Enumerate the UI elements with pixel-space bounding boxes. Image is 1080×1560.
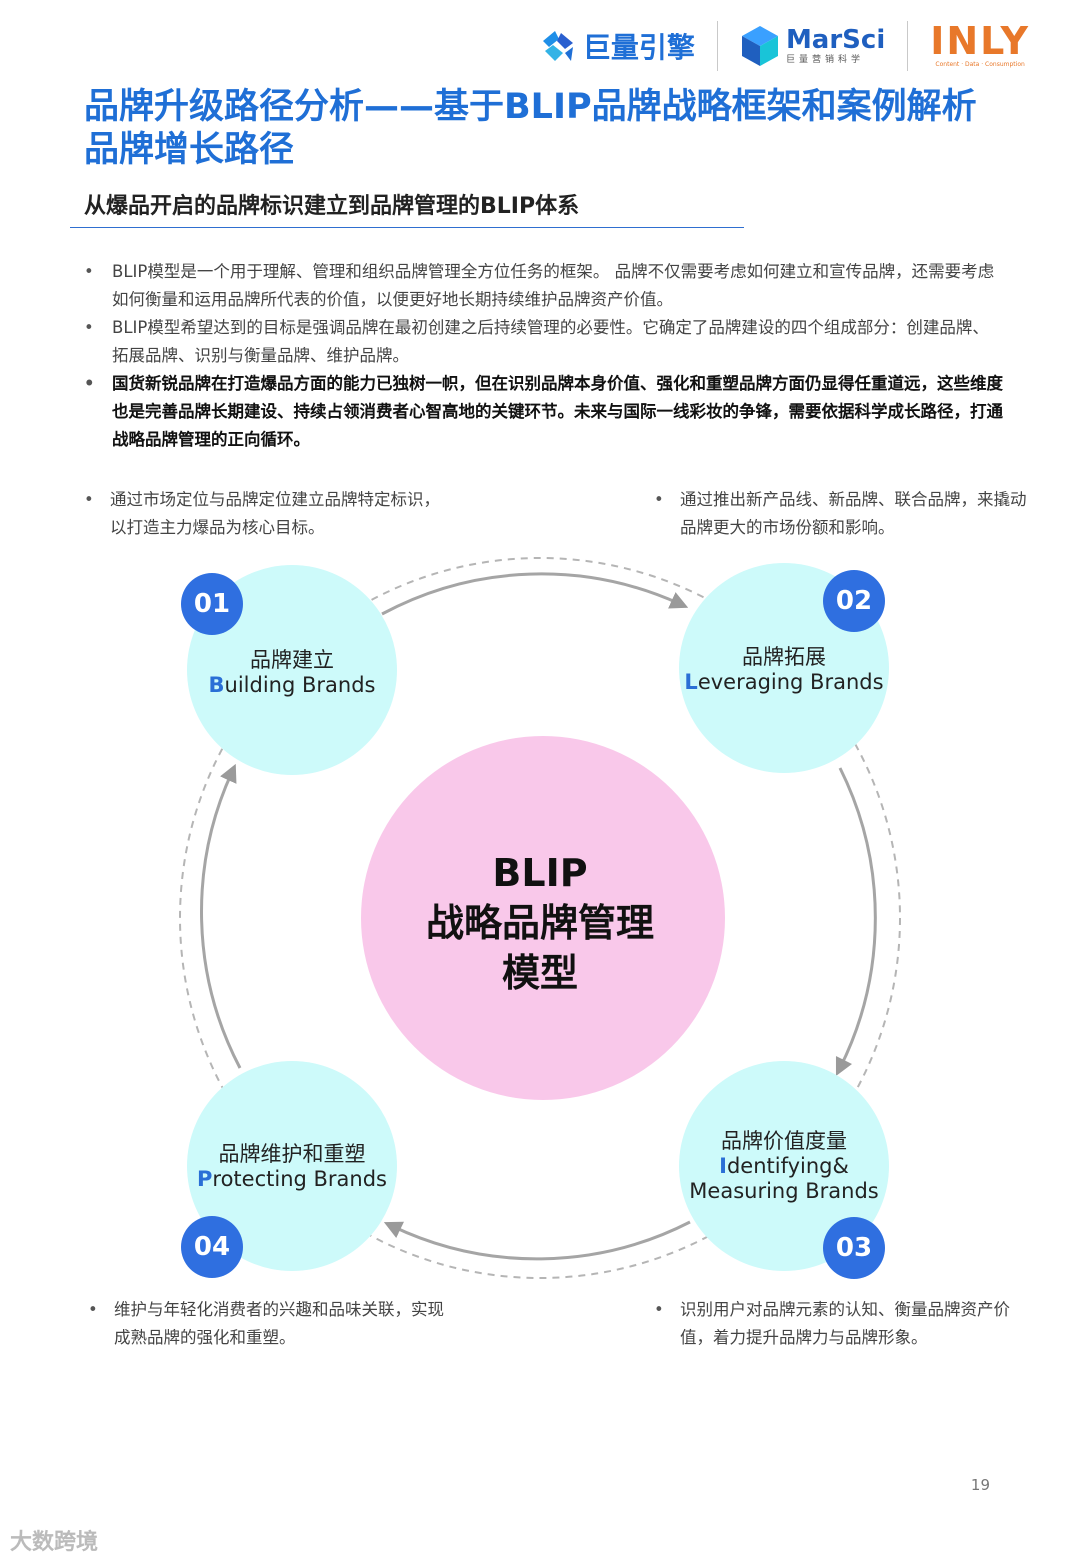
arrow-arc-right — [835, 767, 877, 1077]
center-label-line2: 战略品牌管理 — [425, 901, 654, 945]
stage-zh: 品牌维护和重塑 — [218, 1142, 366, 1166]
corner-note-top-right: 通过推出新产品线、新品牌、联合品牌，来撬动品牌更大的市场份额和影响。 — [654, 486, 1030, 542]
watermark: 大数跨境 — [10, 1530, 99, 1555]
stage-circle-03 — [679, 1061, 889, 1271]
inly-logo-text: INLY — [930, 19, 1030, 63]
marsci-logo-subtext: 巨量营销科学 — [785, 55, 864, 65]
stage-badge-04: 04 — [181, 1216, 243, 1278]
stage-label-01: 品牌建立 Building Brands — [192, 648, 392, 698]
center-label-line1: BLIP — [492, 851, 588, 895]
corner-note-top-left: 通过市场定位与品牌定位建立品牌特定标识，以打造主力爆品为核心目标。 — [84, 486, 450, 542]
center-circle — [361, 736, 725, 1100]
marsci-cube-icon — [741, 26, 778, 66]
bullet-item-bold: 国货新锐品牌在打造爆品方面的能力已独树一帜，但在识别品牌本身价值、强化和重塑品牌… — [84, 370, 1004, 454]
stage-en-line2: Measuring Brands — [689, 1179, 879, 1203]
stage-label-02: 品牌拓展 Leveraging Brands — [674, 645, 894, 695]
page-title: 品牌升级路径分析——基于BLIP品牌战略框架和案例解析品牌增长路径 — [84, 87, 977, 170]
outer-dashed-ring — [179, 557, 901, 1279]
marsci-logo-text: MarSci — [785, 25, 886, 55]
bullet-item: BLIP模型希望达到的目标是强调品牌在最初创建之后持续管理的必要性。它确定了品牌… — [84, 314, 1004, 370]
stage-badge-02: 02 — [823, 570, 885, 632]
logo-divider — [716, 21, 718, 71]
logo-divider — [907, 21, 909, 71]
center-label-line3: 模型 — [501, 951, 578, 995]
stage-zh: 品牌价值度量 — [721, 1129, 847, 1153]
subtitle-underline — [70, 227, 744, 228]
intro-bullet-list: BLIP模型是一个用于理解、管理和组织品牌管理全方位任务的框架。 品牌不仅需要考… — [84, 258, 1004, 454]
arrow-arc-bottom — [383, 1220, 691, 1261]
stage-en: Protecting Brands — [197, 1167, 387, 1191]
corner-note-bottom-left: 维护与年轻化消费者的兴趣和品味关联，实现成熟品牌的强化和重塑。 — [88, 1296, 454, 1352]
stage-en: Building Brands — [208, 673, 376, 697]
arrow-arc-top — [381, 572, 689, 616]
inly-logo-subtext: Content · Data · Consumption — [935, 61, 1025, 68]
stage-en: Leveraging Brands — [684, 670, 884, 694]
page-number: 19 — [970, 1476, 990, 1494]
page-subtitle: 从爆品开启的品牌标识建立到品牌管理的BLIP体系 — [84, 194, 580, 219]
center-label: BLIP 战略品牌管理 模型 — [400, 848, 680, 998]
blip-cycle-diagram — [179, 557, 901, 1279]
header-logos: 巨量引擎 MarSci 巨量营销科学 INLY Content · Data ·… — [539, 18, 1030, 74]
stage-circle-04 — [187, 1061, 397, 1271]
stage-zh: 品牌建立 — [250, 648, 334, 672]
arrow-arc-left — [200, 763, 242, 1069]
stage-badge-03: 03 — [823, 1217, 885, 1279]
marsci-logo: MarSci 巨量营销科学 — [740, 24, 885, 68]
stage-en: Identifying& — [719, 1154, 849, 1178]
juliang-logo: 巨量引擎 — [539, 26, 695, 66]
bullet-item: BLIP模型是一个用于理解、管理和组织品牌管理全方位任务的框架。 品牌不仅需要考… — [84, 258, 1004, 314]
stage-zh: 品牌拓展 — [742, 645, 826, 669]
stage-label-03: 品牌价值度量 Identifying& Measuring Brands — [674, 1129, 894, 1204]
corner-note-bottom-right: 识别用户对品牌元素的认知、衡量品牌资产价值，着力提升品牌力与品牌形象。 — [654, 1296, 1030, 1352]
juliang-logo-icon — [542, 31, 573, 61]
juliang-logo-text: 巨量引擎 — [582, 31, 695, 64]
stage-badge-01: 01 — [181, 573, 243, 635]
stage-label-04: 品牌维护和重塑 Protecting Brands — [182, 1142, 402, 1192]
inly-logo: INLY Content · Data · Consumption — [930, 22, 1030, 70]
